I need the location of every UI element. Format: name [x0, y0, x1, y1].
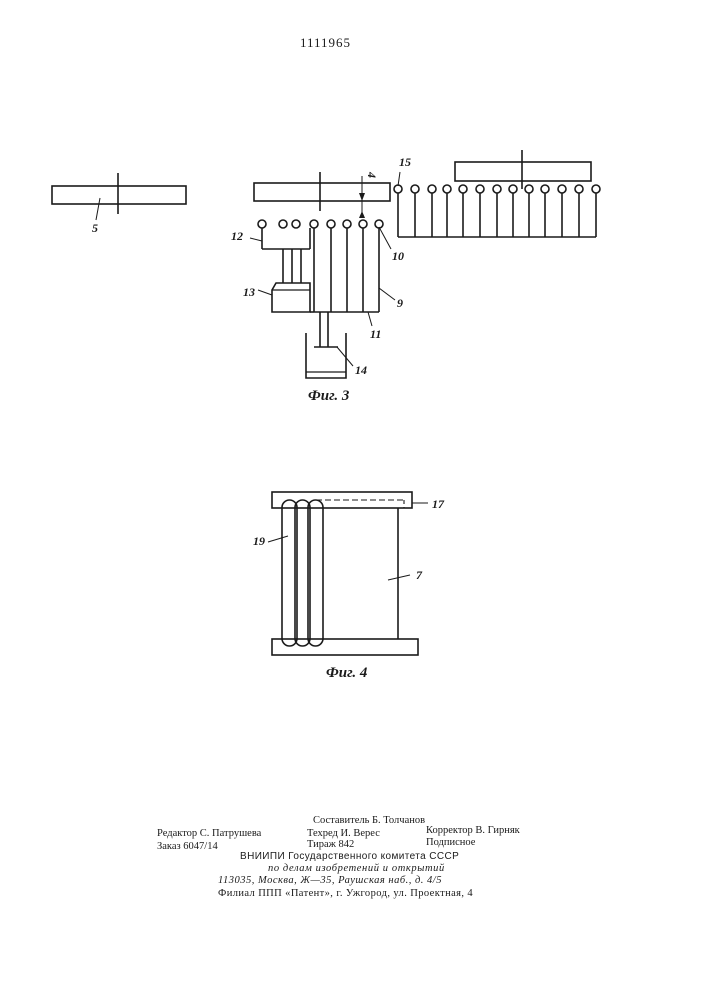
figure-4 — [268, 492, 428, 655]
contact-pin — [343, 220, 351, 228]
contact-pin — [359, 220, 367, 228]
contact-pin — [428, 185, 436, 193]
contact-pin — [541, 185, 549, 193]
bar-element-5 — [52, 173, 186, 220]
block-13 — [272, 283, 310, 312]
leader-15 — [398, 172, 400, 186]
leader-11 — [368, 312, 372, 326]
contact-pin — [411, 185, 419, 193]
figure-3 — [52, 150, 600, 378]
label-9: 9 — [397, 296, 403, 310]
contact-pin — [476, 185, 484, 193]
imprint-address: 113035, Москва, Ж—35, Раушская наб., д. … — [218, 876, 442, 887]
figure-3-caption: Фиг. 3 — [308, 388, 350, 404]
leader-19 — [268, 536, 288, 542]
leader-13 — [258, 290, 272, 295]
leader-12 — [250, 238, 262, 241]
contact-pin — [575, 185, 583, 193]
contact-pin — [443, 185, 451, 193]
contact-pin — [509, 185, 517, 193]
contact-pin — [394, 185, 402, 193]
imprint-org-line1: ВНИИПИ Государственного комитета СССР — [240, 852, 459, 862]
leader-9 — [379, 288, 395, 300]
imprint-branch: Филиал ППП «Патент», г. Ужгород, ул. Про… — [218, 889, 473, 900]
coil-19 — [282, 500, 323, 646]
contact-pin — [558, 185, 566, 193]
label-17: 17 — [432, 497, 445, 511]
contact-pin — [258, 220, 266, 228]
imprint-circulation: Тираж 842 — [307, 840, 354, 851]
contact-pin — [279, 220, 287, 228]
figure-4-caption: Фиг. 4 — [326, 665, 368, 681]
contact-pin — [525, 185, 533, 193]
contact-pin — [375, 220, 383, 228]
imprint-subscription: Подписное — [426, 838, 475, 849]
label-7: 7 — [416, 568, 423, 582]
label-10: 10 — [392, 249, 404, 263]
imprint-compiler: Составитель Б. Толчанов — [313, 816, 425, 827]
label-14: 14 — [355, 363, 367, 377]
label-11: 11 — [370, 327, 381, 341]
label-12: 12 — [231, 229, 243, 243]
imprint-techred: Техред И. Верес — [307, 829, 380, 840]
label-13: 13 — [243, 285, 255, 299]
contact-comb-15 — [394, 185, 600, 237]
leader-10 — [379, 227, 391, 249]
imprint-order: Заказ 6047/14 — [157, 842, 218, 853]
bar-right — [455, 150, 591, 189]
label-5: 5 — [92, 221, 98, 235]
label-15: 15 — [399, 155, 411, 169]
contact-pin — [292, 220, 300, 228]
imprint-org-line2: по делам изобретений и открытий — [268, 864, 445, 875]
frame-bottom — [272, 639, 418, 655]
imprint-corrector: Корректор В. Гирняк — [426, 826, 520, 837]
label-4: 4 — [365, 171, 379, 178]
contact-pin — [493, 185, 501, 193]
contact-group-left — [258, 220, 383, 312]
imprint-editor: Редактор С. Патрушева — [157, 829, 261, 840]
leader-7 — [388, 575, 410, 580]
cylinder-14 — [306, 312, 353, 378]
contact-pin — [310, 220, 318, 228]
label-19: 19 — [253, 534, 265, 548]
contact-pin — [459, 185, 467, 193]
contact-pin — [327, 220, 335, 228]
contact-pin — [592, 185, 600, 193]
